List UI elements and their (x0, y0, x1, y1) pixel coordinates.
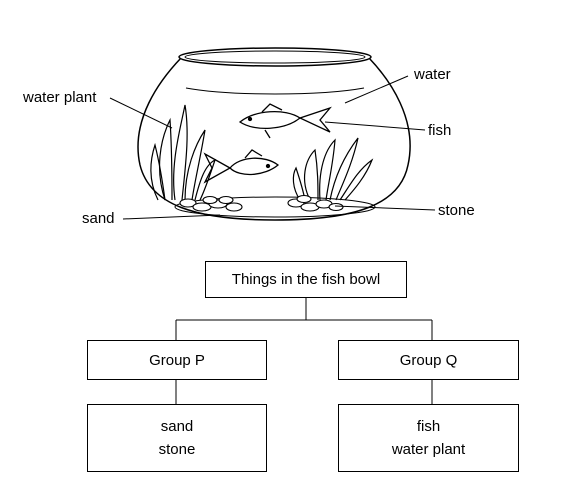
group-p-item: stone (158, 441, 196, 458)
root-box: Things in the fish bowl (205, 261, 407, 298)
group-q-title: Group Q (399, 351, 458, 369)
pointer-water-plant (109, 97, 173, 129)
label-fish: fish (428, 122, 452, 139)
pointer-sand (122, 214, 221, 220)
pointer-water (344, 75, 409, 104)
stones-left (179, 195, 243, 212)
fish-lower (203, 149, 280, 184)
group-p-items-box: sand stone (87, 404, 267, 472)
water-plant-right (292, 137, 374, 201)
group-p-title: Group P (149, 351, 205, 369)
pointer-fish (324, 121, 426, 131)
bowl-rim (178, 47, 372, 67)
group-q-items-box: fish water plant (338, 404, 519, 472)
pointer-stone (334, 205, 436, 211)
bowl-body (137, 57, 411, 221)
group-p-box: Group P (87, 340, 267, 380)
group-q-item: water plant (391, 441, 466, 458)
water-surface (185, 87, 365, 95)
sand-base (174, 196, 376, 218)
fish-bowl-illustration (109, 47, 436, 221)
group-q-item: fish (416, 418, 441, 435)
label-sand: sand (82, 210, 115, 227)
label-stone: stone (438, 202, 475, 219)
water-plant-left (150, 104, 217, 201)
root-label: Things in the fish bowl (231, 271, 381, 288)
group-q-box: Group Q (338, 340, 519, 380)
label-water-plant: water plant (23, 89, 97, 106)
label-water: water (414, 66, 451, 83)
tree-connectors (175, 298, 433, 404)
fish-upper (238, 103, 332, 139)
group-p-item: sand (160, 418, 194, 435)
stones-right (287, 194, 344, 212)
